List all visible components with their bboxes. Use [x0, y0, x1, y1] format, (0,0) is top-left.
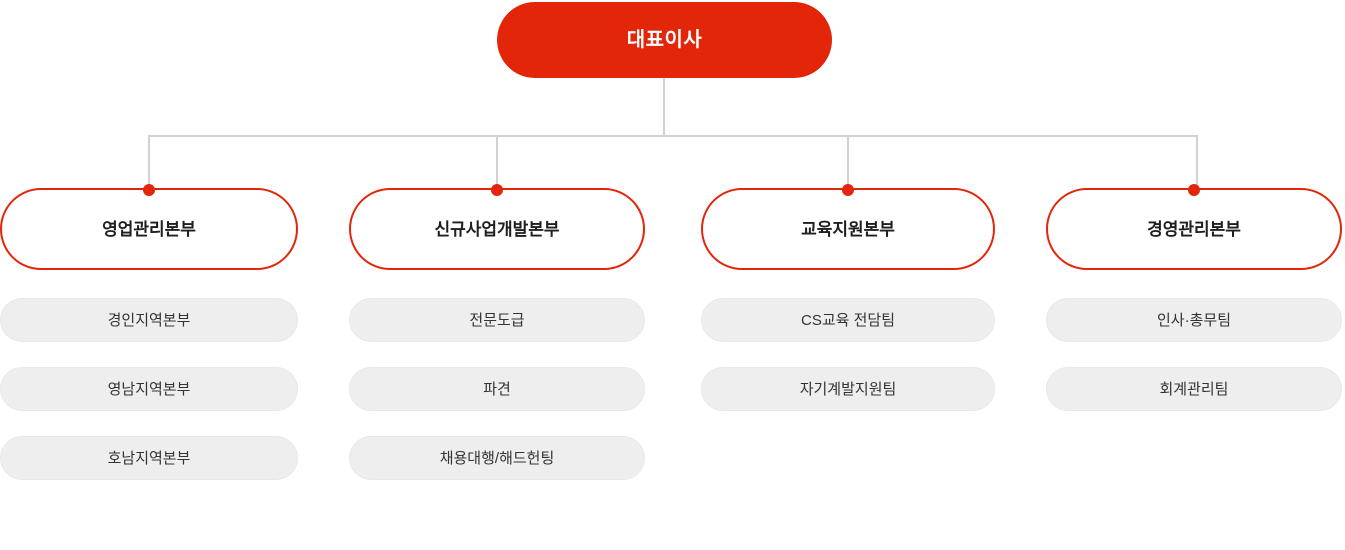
sub-item-label: 자기계발지원팀	[799, 380, 897, 398]
sub-item[interactable]: 인사·총무팀	[1046, 298, 1342, 342]
sub-item-label: 전문도급	[469, 311, 525, 329]
division-column-3: 교육지원본부 CS교육 전담팀 자기계발지원팀	[701, 184, 995, 411]
connector-dot-icon	[1188, 184, 1200, 196]
sub-item-label: CS교육 전담팀	[800, 311, 895, 329]
sub-item-list-1: 경인지역본부 영남지역본부 호남지역본부	[0, 298, 298, 480]
root-node-label: 대표이사	[626, 29, 703, 51]
sub-item[interactable]: 영남지역본부	[0, 367, 298, 411]
sub-item[interactable]: 호남지역본부	[0, 436, 298, 480]
sub-item-label: 영남지역본부	[107, 380, 191, 398]
division-node-label: 교육지원본부	[801, 219, 895, 239]
sub-item-label: 인사·총무팀	[1157, 311, 1231, 329]
connector-dot-icon	[143, 184, 155, 196]
connector-horizontal-bus	[148, 135, 1198, 137]
root-node-ceo[interactable]: 대표이사	[497, 2, 832, 78]
connector-dot-icon	[842, 184, 854, 196]
sub-item[interactable]: CS교육 전담팀	[701, 298, 995, 342]
division-node-education-support[interactable]: 교육지원본부	[701, 184, 995, 270]
sub-item-list-3: CS교육 전담팀 자기계발지원팀	[701, 298, 995, 411]
division-column-4: 경영관리본부 인사·총무팀 회계관리팀	[1046, 184, 1342, 411]
division-node-label: 신규사업개발본부	[434, 219, 560, 239]
division-node-new-business-development[interactable]: 신규사업개발본부	[349, 184, 645, 270]
sub-item[interactable]: 채용대행/해드헌팅	[349, 436, 645, 480]
connector-drop-division-1	[148, 135, 150, 190]
connector-drop-division-4	[1196, 135, 1198, 190]
division-node-sales-management[interactable]: 영업관리본부	[0, 184, 298, 270]
sub-item[interactable]: 자기계발지원팀	[701, 367, 995, 411]
sub-item-list-2: 전문도급 파견 채용대행/해드헌팅	[349, 298, 645, 480]
sub-item-label: 경인지역본부	[107, 311, 191, 329]
connector-dot-icon	[491, 184, 503, 196]
division-node-label: 경영관리본부	[1147, 219, 1241, 239]
sub-item-label: 채용대행/해드헌팅	[439, 449, 555, 467]
sub-item[interactable]: 회계관리팀	[1046, 367, 1342, 411]
division-column-1: 영업관리본부 경인지역본부 영남지역본부 호남지역본부	[0, 184, 298, 480]
sub-item[interactable]: 경인지역본부	[0, 298, 298, 342]
sub-item-label: 파견	[483, 380, 511, 398]
division-column-2: 신규사업개발본부 전문도급 파견 채용대행/해드헌팅	[349, 184, 645, 480]
division-node-label: 영업관리본부	[102, 219, 196, 239]
sub-item-label: 호남지역본부	[107, 449, 191, 467]
sub-item-label: 회계관리팀	[1159, 380, 1229, 398]
connector-ceo-stem	[663, 78, 665, 137]
sub-item-list-4: 인사·총무팀 회계관리팀	[1046, 298, 1342, 411]
sub-item[interactable]: 전문도급	[349, 298, 645, 342]
connector-drop-division-3	[847, 135, 849, 190]
connector-drop-division-2	[496, 135, 498, 190]
division-node-management-administration[interactable]: 경영관리본부	[1046, 184, 1342, 270]
sub-item[interactable]: 파견	[349, 367, 645, 411]
